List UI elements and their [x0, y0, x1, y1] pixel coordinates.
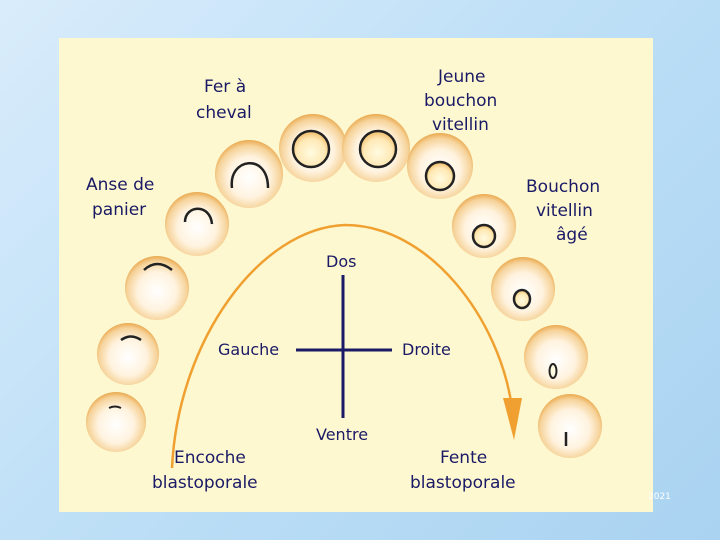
label-jeune-bouchon-vitellin: Jeune bouchon vitellin	[424, 67, 503, 135]
rotation-arrow-head	[503, 398, 522, 440]
egg-stage-8	[407, 133, 473, 199]
egg-stage-4	[165, 192, 229, 256]
egg-stage-10	[491, 257, 555, 321]
label-bouchon-vitellin-age: Bouchon vitellin âgé	[526, 177, 606, 245]
rotation-arc	[170, 223, 514, 469]
label-dos: Dos	[326, 252, 356, 271]
label-ventre: Ventre	[316, 425, 368, 444]
egg-stage-1	[86, 392, 146, 452]
label-encoche-blastoporale: Encoche blastoporale	[152, 448, 258, 493]
label-droite: Droite	[402, 340, 451, 359]
label-fente-blastoporale: Fente blastoporale	[410, 448, 516, 493]
egg-stage-2	[97, 323, 159, 385]
egg-stage-5	[215, 140, 283, 208]
egg-stage-11	[524, 325, 588, 389]
egg-stage-7	[342, 114, 410, 182]
egg-stage-3	[125, 256, 189, 320]
egg-stage-6	[279, 114, 347, 182]
egg-stage-9	[452, 194, 516, 258]
footer-year: 2021	[648, 492, 671, 502]
egg-stage-12	[538, 394, 602, 458]
label-gauche: Gauche	[218, 340, 279, 359]
label-anse-de-panier: Anse de panier	[86, 175, 160, 220]
label-fer-a-cheval: Fer à cheval	[196, 77, 252, 123]
